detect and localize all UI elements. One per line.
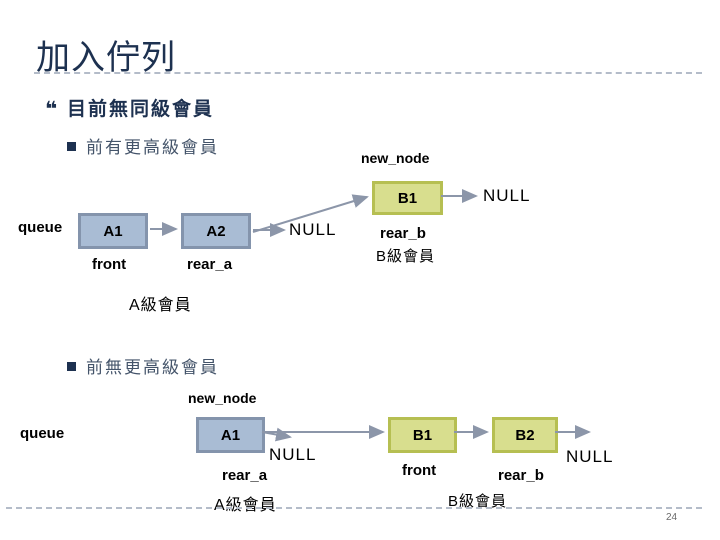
page-number: 24 (666, 512, 678, 523)
diagram1-node-b1: B1 (372, 181, 443, 215)
diagram1-rear-b-label: rear_b (380, 225, 426, 242)
diagram1-class-b-label: B級會員 (376, 248, 436, 265)
diagram1-null-after-b1: NULL (483, 186, 531, 205)
arrow-d2-a1-null (261, 427, 292, 442)
diagram1-class-a-label: A級會員 (129, 297, 192, 314)
diagram2-node-b2: B2 (492, 417, 558, 453)
diagram1-queue-label: queue (18, 219, 63, 236)
level1-bullet-icon: ❝ (45, 98, 58, 121)
level1-bullet-text: 目前無同級會員 (67, 99, 215, 120)
level2-bullet-icon (67, 142, 76, 151)
diagram2-class-b-label: B級會員 (448, 493, 508, 510)
diagram1-new-node-label: new_node (361, 150, 430, 166)
diagram2-rear-b-label: rear_b (498, 467, 544, 484)
diagram2-rear-a-label: rear_a (222, 467, 268, 484)
diagram1-node-a2: A2 (181, 213, 251, 249)
diagram2-null-after-b2: NULL (566, 447, 614, 466)
diagram2-queue-label: queue (20, 425, 65, 442)
diagram1-rear-a-label: rear_a (187, 256, 233, 273)
diagram1-null-after-a2: NULL (289, 220, 337, 239)
level2-bullet-text-second: 前無更高級會員 (86, 358, 219, 377)
diagram1-front-label: front (92, 256, 127, 273)
title-underline (34, 72, 702, 74)
diagram2-node-b1: B1 (388, 417, 457, 453)
diagram1-node-a1: A1 (78, 213, 148, 249)
diagram2-front-label: front (402, 462, 437, 479)
diagram2-class-a-label: A級會員 (214, 497, 277, 514)
diagram2-node-a1: A1 (196, 417, 265, 453)
diagram2-null-after-a1: NULL (269, 445, 317, 464)
level2-bullet-text-first: 前有更高級會員 (86, 138, 219, 157)
level2-bullet-icon-second (67, 362, 76, 371)
slide-title: 加入佇列 (36, 39, 176, 77)
bottom-divider (6, 507, 702, 509)
diagram2-new-node-label: new_node (188, 390, 257, 406)
